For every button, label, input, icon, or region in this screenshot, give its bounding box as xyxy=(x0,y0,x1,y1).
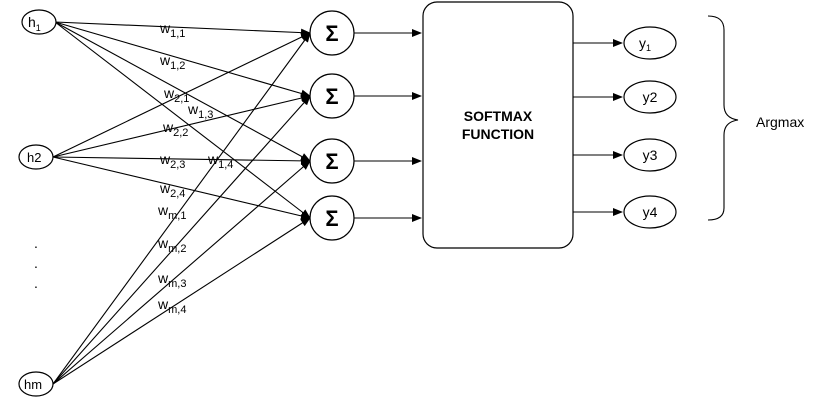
input-node-hm: hm xyxy=(18,371,54,397)
output-node-y2: y2 xyxy=(623,80,677,114)
edge-h2-to-sum-1 xyxy=(52,32,311,158)
edge-h1-to-sum-3 xyxy=(54,21,311,162)
weight-label-w14: w1,4 xyxy=(207,151,233,171)
weight-label-w21: w2,1 xyxy=(163,85,189,105)
ellipsis-dot-2: . xyxy=(34,255,38,271)
input-node-h2: h2 xyxy=(18,144,54,170)
weight-label-w24: w2,4 xyxy=(159,180,185,200)
weight-label-wm3: wm,3 xyxy=(157,270,186,290)
svg-text:y2: y2 xyxy=(643,89,658,105)
ellipsis-dot-1: . xyxy=(34,235,38,251)
edge-hm-to-sum-3 xyxy=(52,160,311,385)
sum-node-3: Σ xyxy=(309,138,355,184)
svg-text:h1: h1 xyxy=(28,14,41,33)
svg-text:y4: y4 xyxy=(643,204,658,220)
weight-label-w22: w2,2 xyxy=(162,119,188,139)
svg-text:Σ: Σ xyxy=(325,21,338,46)
svg-text:Σ: Σ xyxy=(325,206,338,231)
sum-node-4: Σ xyxy=(309,195,355,241)
connection-edges xyxy=(52,21,623,385)
weight-label-wm1: wm,1 xyxy=(157,202,186,222)
argmax-label: Argmax xyxy=(756,114,804,130)
edge-hm-to-sum-1 xyxy=(52,32,311,385)
softmax-label-line2: FUNCTION xyxy=(462,126,534,142)
softmax-label-line1: SOFTMAX xyxy=(464,108,533,124)
weight-label-w23: w2,3 xyxy=(159,151,185,171)
edge-h2-to-sum-3 xyxy=(52,156,311,165)
svg-text:Σ: Σ xyxy=(325,149,338,174)
weight-label-wm2: wm,2 xyxy=(157,235,186,255)
output-node-y1: y1 xyxy=(623,26,677,60)
edge-hm-to-sum-4 xyxy=(52,217,311,385)
input-node-h1: h1 xyxy=(21,9,57,35)
sum-node-2: Σ xyxy=(309,73,355,119)
svg-text:hm: hm xyxy=(24,377,42,392)
sum-node-1: Σ xyxy=(309,10,355,56)
weight-labels: w1,1 w1,2 w2,1 w1,3 w2,2 w2,3 w1,4 w2,4 … xyxy=(157,20,233,316)
edge-h1-to-sum-4 xyxy=(54,21,311,219)
edge-h1-to-sum-1 xyxy=(54,21,311,37)
ellipsis-dot-3: . xyxy=(34,275,38,291)
edge-h2-to-sum-2 xyxy=(52,94,311,158)
svg-text:Σ: Σ xyxy=(325,84,338,109)
svg-text:h2: h2 xyxy=(27,150,41,165)
weight-label-w13: w1,3 xyxy=(187,101,213,121)
svg-text:y3: y3 xyxy=(643,147,658,163)
svg-text:y1: y1 xyxy=(639,35,651,53)
output-node-y3: y3 xyxy=(623,138,677,172)
output-node-y4: y4 xyxy=(623,195,677,229)
weight-label-w12: w1,2 xyxy=(159,52,185,72)
edge-h1-to-sum-2 xyxy=(54,21,311,98)
edge-hm-to-sum-2 xyxy=(52,95,311,385)
weight-label-w11: w1,1 xyxy=(159,20,185,40)
weight-label-wm4: wm,4 xyxy=(157,296,186,316)
argmax-brace xyxy=(707,15,739,221)
edge-h2-to-sum-4 xyxy=(52,156,311,220)
softmax-function-box: SOFTMAX FUNCTION xyxy=(422,1,574,249)
